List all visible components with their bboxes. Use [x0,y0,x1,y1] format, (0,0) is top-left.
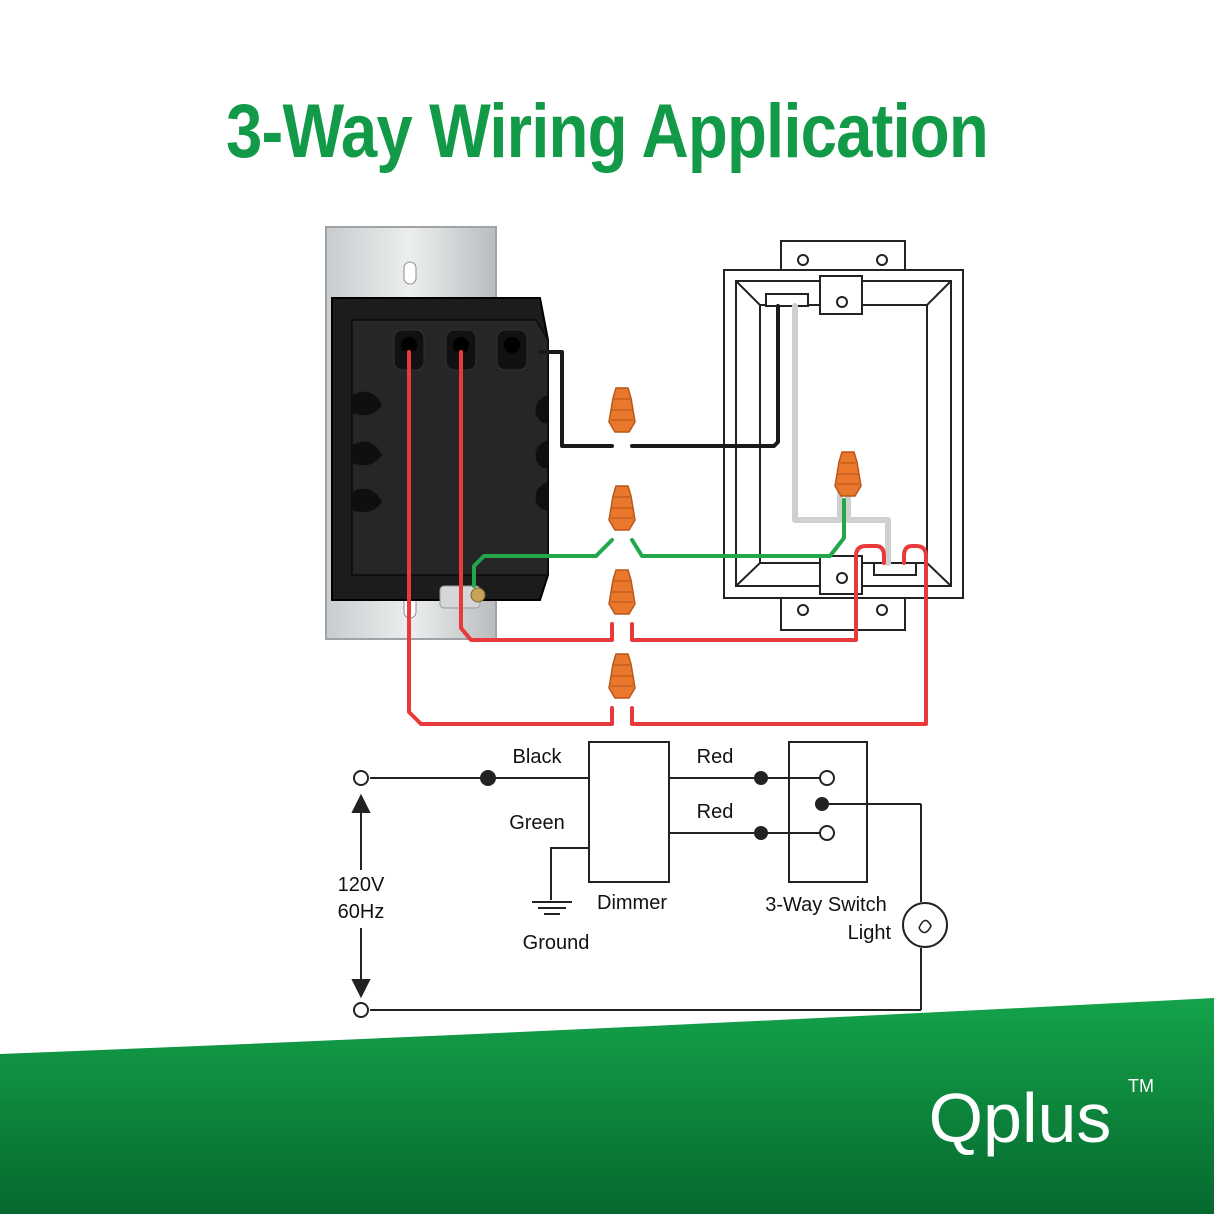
wire-connector-green [608,485,636,531]
label-black: Black [513,746,563,768]
label-red-bottom: Red [697,801,734,823]
schematic [351,741,948,1018]
dimmer-device [325,226,549,640]
junction-dot [480,770,496,786]
label-light: Light [848,922,892,944]
dimmer-box [588,741,670,883]
switch-terminal-bottom [873,562,917,576]
supply-terminal-top [353,770,369,786]
label-ground: Ground [523,932,590,954]
footer-band [0,998,1214,1214]
schematic-labels: Black Green Red Red Dimmer Ground 3-Way … [338,746,892,954]
switch-box [788,741,868,883]
label-voltage: 120V [338,874,385,896]
label-dimmer: Dimmer [597,892,667,914]
switch-terminal-top [765,293,809,307]
three-way-switch-box [723,240,964,631]
wires [407,303,928,726]
label-red-top: Red [697,746,734,768]
wire-connector-red-1 [608,569,636,615]
ground-screw [470,587,486,603]
page-title: 3-Way Wiring Application [226,89,989,174]
brand-trademark: TM [1128,1076,1154,1096]
wire-connector-red-2 [608,653,636,699]
supply-terminal-bottom [353,1002,369,1018]
light-symbol [902,902,948,948]
label-three-way-switch: 3-Way Switch [765,894,887,916]
label-frequency: 60Hz [338,901,385,923]
label-green: Green [509,812,565,834]
brand-name: Qplus [929,1079,1112,1157]
wire-connector-black [608,387,636,433]
brand-logo: Qplus TM [929,1076,1154,1157]
strap-slot-top [403,261,417,285]
